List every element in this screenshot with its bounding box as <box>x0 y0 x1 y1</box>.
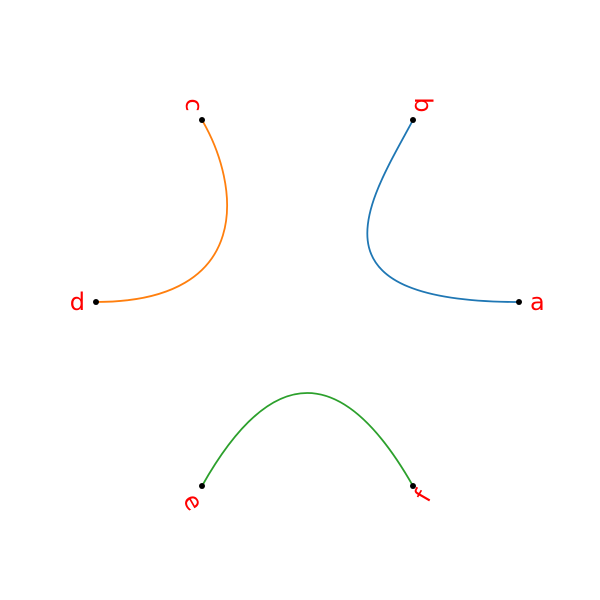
node-label-f: f <box>409 485 438 507</box>
node-f <box>410 483 416 489</box>
node-d <box>93 299 99 305</box>
node-c <box>199 117 205 123</box>
node-label-d: d <box>70 288 85 316</box>
edge-a-b <box>366 119 520 303</box>
node-b <box>410 117 416 123</box>
node-e <box>199 483 205 489</box>
node-label-e: e <box>177 489 209 516</box>
node-a <box>516 299 522 305</box>
node-label-c: c <box>180 98 208 111</box>
node-label-a: a <box>530 288 545 316</box>
node-label-b: b <box>409 97 437 112</box>
edge-e-f <box>201 392 414 487</box>
edge-c-d <box>95 119 228 303</box>
